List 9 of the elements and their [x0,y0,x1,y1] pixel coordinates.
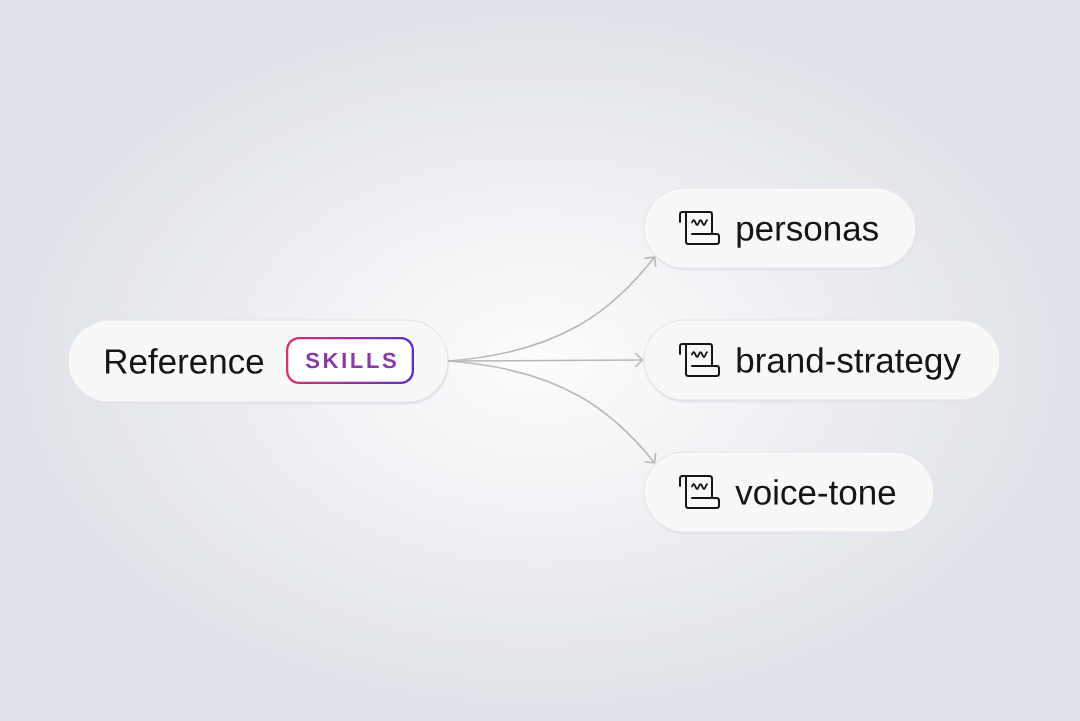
pill-box: brand-strategy [643,319,1001,403]
skills-badge: SKILLS [288,339,412,382]
pill-box: voice-tone [643,451,935,535]
arrow [447,360,657,464]
node-label: brand-strategy [737,347,961,380]
pill-box: personas [643,187,917,271]
node-label: voice-tone [735,479,896,505]
node-label: Reference [106,348,264,374]
arrow [447,256,657,362]
